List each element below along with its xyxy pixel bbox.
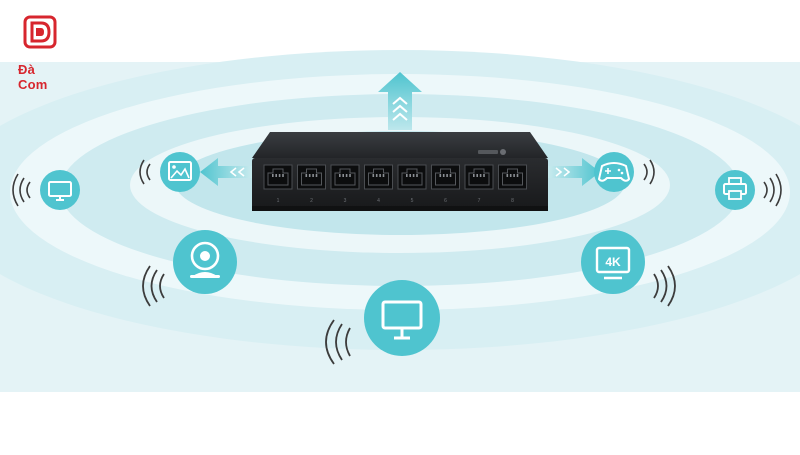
ethernet-port: 3	[330, 164, 360, 204]
device-webcam	[142, 230, 237, 307]
network-switch: 1 2 3 4 5 6 7 8	[252, 132, 548, 211]
device-tv-4k: 4K	[581, 230, 676, 307]
gamepad-icon	[597, 162, 631, 182]
signal-waves-icon	[643, 159, 655, 185]
image-icon	[168, 161, 192, 181]
ethernet-port: 6	[431, 164, 460, 204]
upload-arrow-icon	[378, 72, 422, 130]
port-number: 6	[444, 198, 447, 204]
port-number: 2	[310, 198, 313, 204]
ethernet-port: 1	[263, 164, 293, 204]
device-desktop-monitor	[325, 280, 440, 365]
tv-4k-icon	[595, 246, 631, 274]
port-number: 5	[411, 198, 414, 204]
signal-waves-icon	[139, 159, 151, 185]
device-image	[139, 152, 200, 192]
signal-waves-icon	[325, 319, 351, 365]
brand-plate	[478, 150, 498, 154]
signal-waves-icon	[142, 265, 165, 307]
brand-logo: Đà Com	[8, 14, 68, 92]
device-printer	[715, 170, 782, 210]
right-arrow-icon	[548, 158, 600, 186]
brand-logo-icon	[23, 15, 57, 49]
port-number: 7	[478, 198, 481, 204]
ethernet-port: 4	[364, 164, 393, 204]
ethernet-ports: 1 2 3 4 5 6 7 8	[263, 164, 527, 204]
ethernet-port: 8	[498, 164, 527, 204]
port-number: 4	[377, 198, 380, 204]
device-monitor-left	[12, 170, 80, 210]
ethernet-port: 2	[297, 164, 326, 204]
brand-name: Đà Com	[18, 62, 48, 92]
signal-waves-icon	[653, 265, 676, 307]
port-number: 8	[511, 198, 514, 204]
tv-4k-label: 4K	[605, 255, 621, 269]
signal-waves-icon	[763, 173, 782, 207]
port-number: 3	[344, 198, 347, 204]
signal-waves-icon	[12, 173, 31, 207]
power-led	[500, 149, 506, 155]
device-gamepad	[594, 152, 655, 192]
port-number: 1	[277, 198, 280, 204]
left-arrow-icon	[200, 158, 252, 186]
ethernet-port: 7	[464, 164, 494, 204]
webcam-icon	[190, 241, 220, 271]
ethernet-port: 5	[397, 164, 427, 204]
